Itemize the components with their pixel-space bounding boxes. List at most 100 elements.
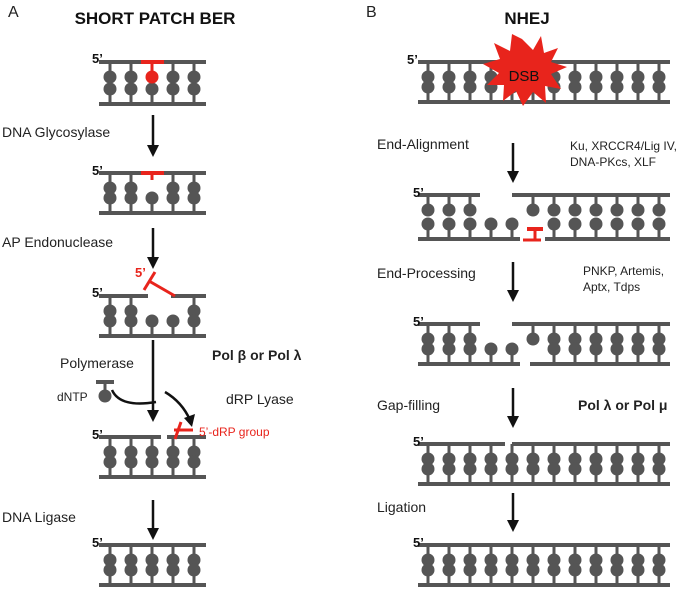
bottom-nucleotide — [589, 217, 603, 231]
top-nucleotide — [442, 452, 456, 466]
top-nucleotide — [166, 181, 180, 195]
top-nucleotide — [652, 553, 666, 567]
pol-lambda-mu-note: Pol λ or Pol μ — [578, 397, 667, 413]
bottom-nucleotide — [568, 342, 582, 356]
top-nucleotide — [610, 553, 624, 567]
bottom-nucleotide — [442, 217, 456, 231]
bottom-nucleotide — [145, 455, 159, 469]
pol-beta-lambda-note: Pol β or Pol λ — [212, 347, 302, 363]
top-nucleotide — [526, 452, 540, 466]
bottom-nucleotide — [421, 80, 435, 94]
top-nucleotide — [505, 553, 519, 567]
processing-factors-line-2: Aptx, Tdps — [583, 280, 640, 294]
top-nucleotide — [442, 70, 456, 84]
top-nucleotide — [568, 203, 582, 217]
top-nucleotide — [526, 553, 540, 567]
top-nucleotide — [631, 452, 645, 466]
bottom-nucleotide — [589, 462, 603, 476]
top-nucleotide — [631, 203, 645, 217]
bottom-nucleotide — [547, 462, 561, 476]
panel-a-five-prime-5: 5’ — [92, 535, 103, 550]
top-nucleotide — [145, 553, 159, 567]
top-nucleotide — [103, 70, 117, 84]
top-nucleotide — [652, 203, 666, 217]
bottom-nucleotide — [484, 462, 498, 476]
top-nucleotide — [610, 203, 624, 217]
bottom-nucleotide — [442, 80, 456, 94]
abasic-site-mark — [141, 171, 164, 180]
top-nucleotide — [103, 445, 117, 459]
top-nucleotide — [463, 70, 477, 84]
top-nucleotide — [589, 332, 603, 346]
nicked-drp-flap — [142, 271, 176, 298]
top-nucleotide — [484, 553, 498, 567]
top-nucleotide — [526, 332, 540, 346]
top-nucleotide — [568, 553, 582, 567]
step-end-alignment: End-Alignment — [377, 136, 469, 152]
bottom-nucleotide — [547, 217, 561, 231]
bottom-nucleotide — [484, 342, 498, 356]
bottom-nucleotide — [610, 563, 624, 577]
bottom-nucleotide — [442, 563, 456, 577]
bottom-nucleotide — [610, 462, 624, 476]
dntp-label: dNTP — [57, 390, 88, 404]
panel-b-letter: B — [366, 4, 377, 21]
step-dna-ligase: DNA Ligase — [2, 509, 76, 525]
top-nucleotide — [166, 445, 180, 459]
bottom-nucleotide — [103, 82, 117, 96]
alignment-factors-line-1: Ku, XRCCR4/Lig IV, — [570, 139, 677, 153]
top-nucleotide — [610, 70, 624, 84]
step-end-processing: End-Processing — [377, 265, 476, 281]
step-polymerase: Polymerase — [60, 355, 134, 371]
panel-a-letter: A — [8, 4, 19, 21]
bottom-nucleotide — [568, 462, 582, 476]
bottom-nucleotide — [547, 563, 561, 577]
bottom-nucleotide — [568, 217, 582, 231]
top-nucleotide — [124, 70, 138, 84]
top-nucleotide — [526, 203, 540, 217]
bottom-nucleotide — [589, 563, 603, 577]
bottom-nucleotide — [631, 462, 645, 476]
step-gap-filling: Gap-filling — [377, 397, 440, 413]
bottom-nucleotide — [124, 82, 138, 96]
top-nucleotide — [547, 332, 561, 346]
top-nucleotide — [442, 203, 456, 217]
processing-factors-line-1: PNKP, Artemis, — [583, 264, 664, 278]
bottom-nucleotide — [145, 191, 159, 205]
bottom-nucleotide — [589, 342, 603, 356]
panel-a-five-prime-2: 5’ — [92, 163, 103, 178]
bottom-nucleotide — [187, 191, 201, 205]
top-nucleotide — [652, 70, 666, 84]
top-nucleotide — [568, 332, 582, 346]
bottom-nucleotide — [145, 314, 159, 328]
top-nucleotide — [187, 181, 201, 195]
bottom-nucleotide — [652, 342, 666, 356]
step-ap-endonuclease: AP Endonuclease — [2, 234, 113, 250]
bottom-nucleotide — [166, 314, 180, 328]
bottom-nucleotide — [526, 563, 540, 577]
top-nucleotide — [589, 553, 603, 567]
top-nucleotide — [652, 452, 666, 466]
top-nucleotide — [124, 553, 138, 567]
top-nucleotide — [505, 452, 519, 466]
bottom-nucleotide — [421, 217, 435, 231]
bottom-nucleotide — [145, 82, 159, 96]
top-nucleotide — [610, 452, 624, 466]
bottom-nucleotide — [568, 563, 582, 577]
panel-b-five-prime-5: 5’ — [413, 535, 424, 550]
bottom-nucleotide — [505, 563, 519, 577]
bottom-nucleotide — [547, 342, 561, 356]
top-nucleotide — [421, 553, 435, 567]
bottom-nucleotide — [442, 342, 456, 356]
panel-b-five-prime-4: 5’ — [413, 434, 424, 449]
top-nucleotide — [187, 304, 201, 318]
top-nucleotide — [463, 332, 477, 346]
panel-b-five-prime-1: 5’ — [407, 52, 418, 67]
bottom-nucleotide — [631, 217, 645, 231]
bottom-nucleotide — [421, 342, 435, 356]
top-nucleotide — [103, 181, 117, 195]
dntp-nucleotide-icon — [96, 380, 114, 403]
bottom-nucleotide — [505, 462, 519, 476]
step-ligation: Ligation — [377, 499, 426, 515]
top-nucleotide — [568, 70, 582, 84]
